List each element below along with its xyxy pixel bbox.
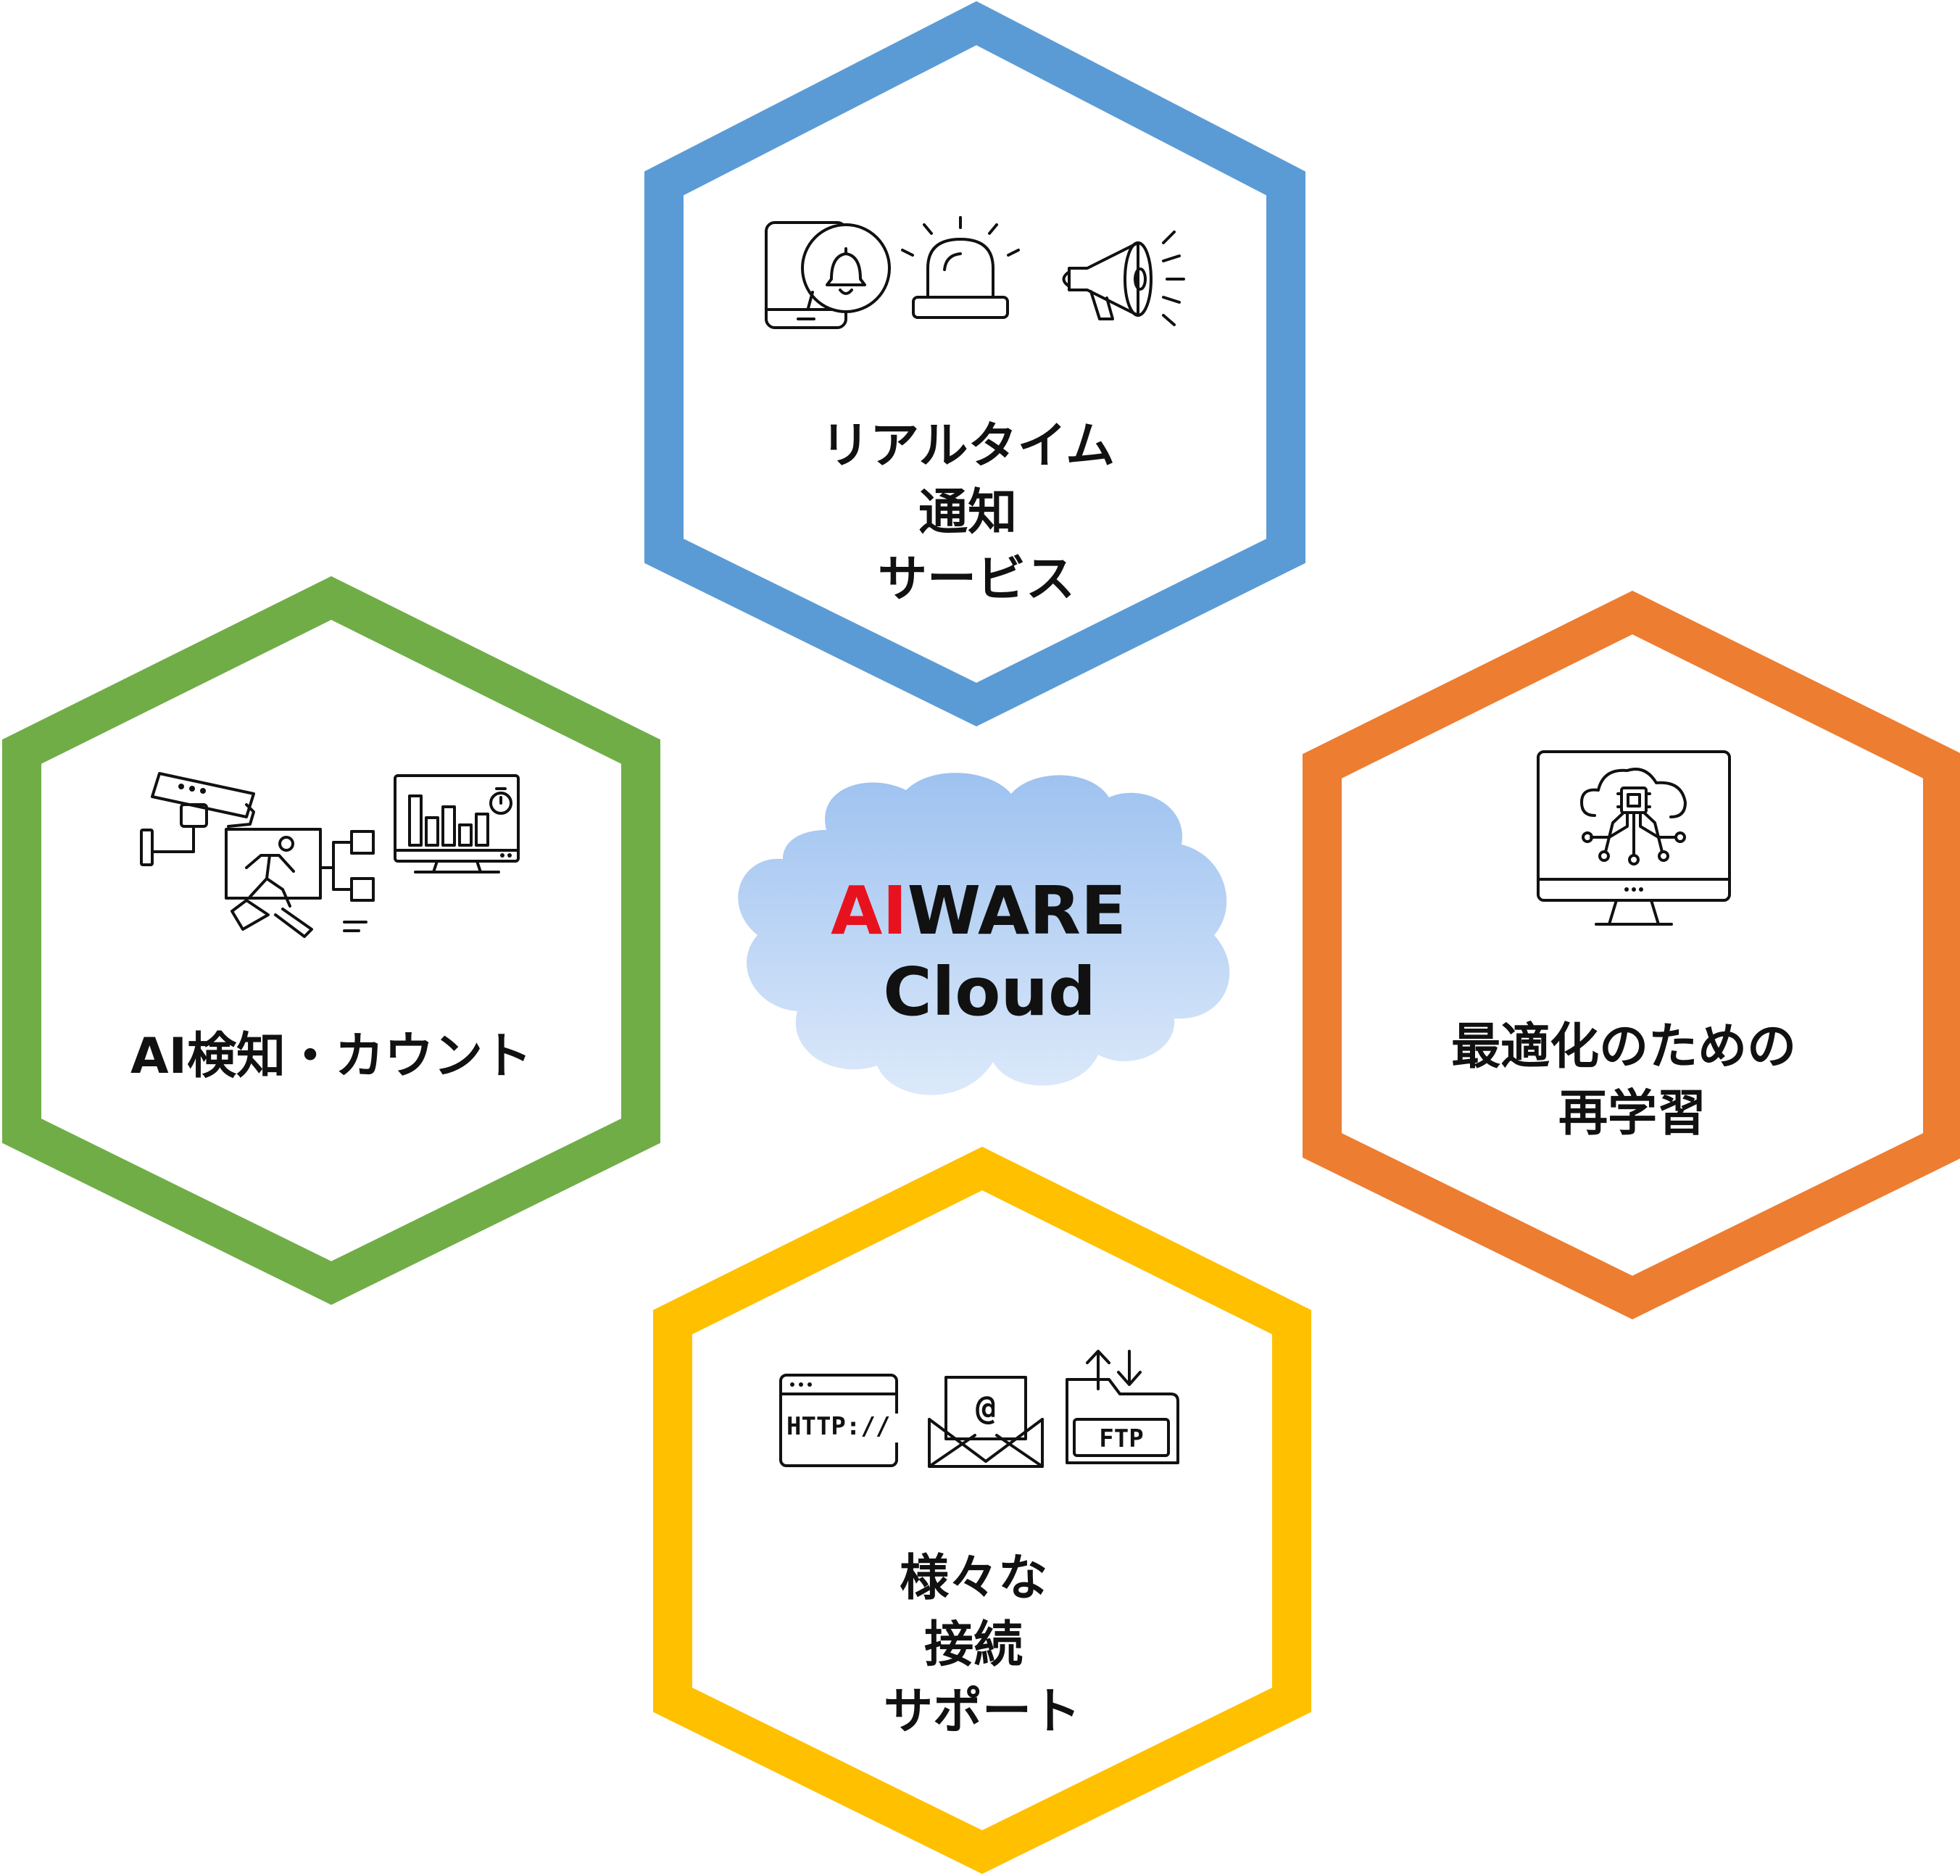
siren-icon bbox=[901, 216, 1020, 319]
hexagon-notification: リアルタイム 通知 サービス bbox=[644, 1, 1305, 727]
smartphone-bell-icon bbox=[765, 221, 891, 329]
http-browser-icon: HTTP:// bbox=[779, 1374, 910, 1467]
hexagon-outline bbox=[1303, 590, 1960, 1320]
ftp-folder-icon: FTP bbox=[1066, 1350, 1179, 1464]
hexagon-label: 様々な 接続 サポート bbox=[884, 1550, 1081, 1740]
megaphone-icon bbox=[1062, 231, 1185, 326]
email-at-label: @ bbox=[976, 1388, 996, 1427]
hexagon-outline bbox=[644, 1, 1305, 727]
http-label: HTTP:// bbox=[786, 1412, 890, 1441]
center-cloud: AIWARE Cloud bbox=[738, 773, 1230, 1095]
person-detection-icon bbox=[225, 828, 375, 938]
hexagon-label: 最適化のための 再学習 bbox=[1451, 1018, 1814, 1142]
brand-prefix: AI bbox=[831, 872, 907, 950]
cloud-shape bbox=[738, 773, 1230, 1095]
monitor-cloud-chip-icon bbox=[1537, 750, 1731, 926]
security-camera-icon bbox=[140, 772, 255, 866]
hexagon-label: リアルタイム 通知 サービス bbox=[821, 418, 1132, 608]
hexagon-label: AI検知・カウント bbox=[130, 1028, 532, 1085]
hexagon-outline bbox=[1, 576, 660, 1306]
brand-name: AIWARE bbox=[831, 872, 1126, 950]
monitor-chart-icon bbox=[394, 774, 520, 873]
brand-subtitle: Cloud bbox=[883, 953, 1096, 1031]
hexagon-retraining: 最適化のための 再学習 bbox=[1303, 590, 1960, 1320]
ftp-label: FTP bbox=[1099, 1424, 1143, 1453]
email-icon: @ bbox=[928, 1376, 1044, 1468]
hexagon-connection: HTTP:// @ FTP 様々な 接続 サポート bbox=[653, 1146, 1311, 1875]
brand-suffix: WARE bbox=[908, 872, 1126, 950]
hexagon-outline bbox=[653, 1146, 1311, 1875]
hexagon-detection: AI検知・カウント bbox=[1, 576, 660, 1306]
